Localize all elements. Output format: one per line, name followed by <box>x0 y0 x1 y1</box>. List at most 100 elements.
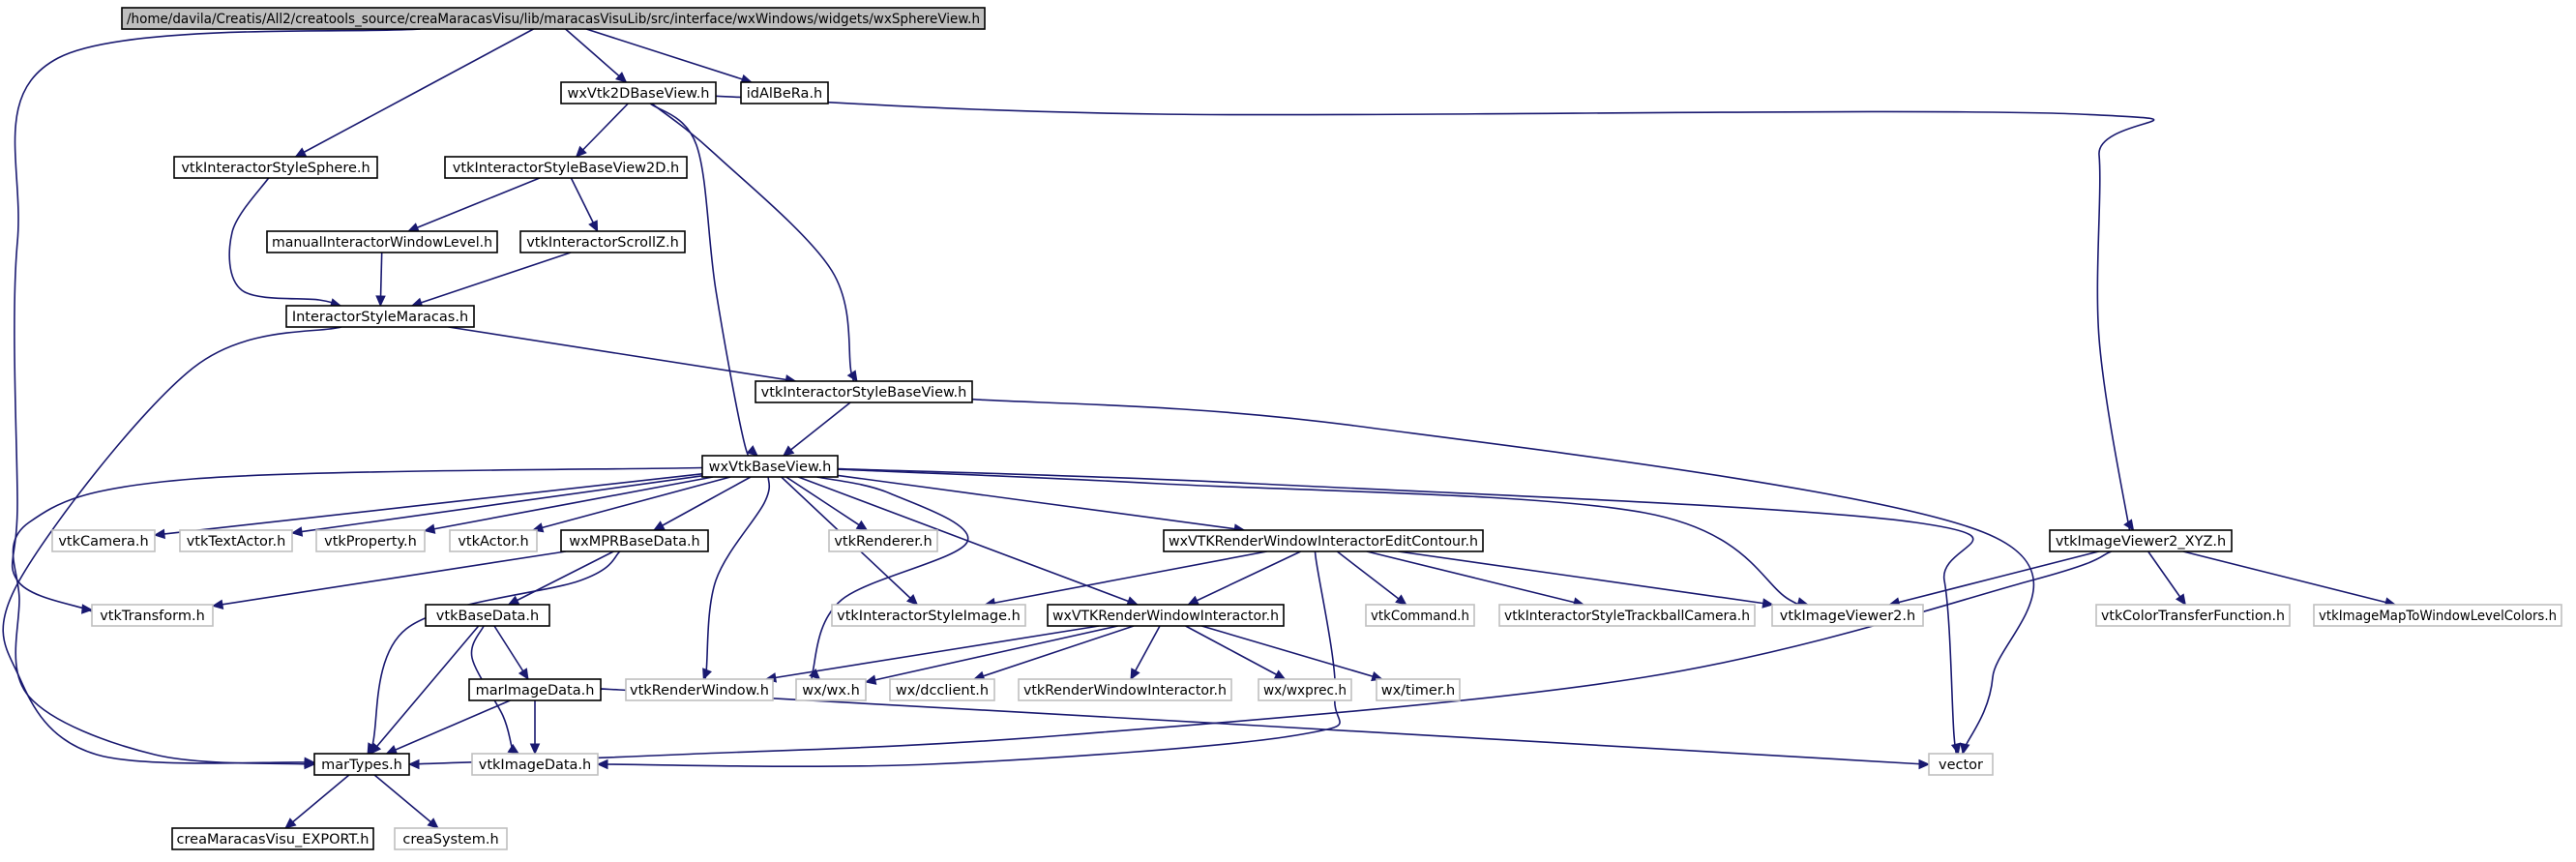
node-label: vtkInteractorStyleTrackballCamera.h <box>1504 609 1750 624</box>
edge-line <box>715 95 2155 540</box>
edge-wxvtkbaseview-to-vector <box>837 467 1974 756</box>
edge-manualinteractorwindowlevel-to-interactorstylemaracas <box>375 252 386 308</box>
node-box <box>625 678 774 701</box>
edge-line <box>386 699 511 755</box>
edge-main-to-idalbera <box>585 28 754 84</box>
arrowhead <box>385 744 399 755</box>
edge-line <box>785 476 868 531</box>
arrowhead <box>588 220 599 233</box>
node-label: vtkInteractorStyleBaseView.h <box>761 385 967 401</box>
node-box <box>1163 529 1484 552</box>
node-label: vtkBaseData.h <box>436 609 539 624</box>
node-box <box>471 753 599 776</box>
edge-line <box>649 103 758 461</box>
node-box <box>315 529 426 552</box>
node-wxmprbasedata-h[interactable]: wxMPRBaseData.h <box>560 529 709 552</box>
node-manualinteractorwindowlevel-h[interactable]: manualInteractorWindowLevel.h <box>266 230 498 253</box>
node-label: wx/wx.h <box>802 683 860 699</box>
node-box <box>179 529 293 552</box>
node-interactorstylemaracas-h[interactable]: InteractorStyleMaracas.h <box>285 305 475 328</box>
edge-vtkbasedata-to-marimagedata <box>493 625 529 681</box>
arrowhead <box>304 758 316 770</box>
arrowhead <box>518 668 529 681</box>
node-idalbera-h[interactable]: idAlBeRa.h <box>740 81 829 104</box>
edge-line <box>765 625 1100 680</box>
arrowhead <box>406 223 420 232</box>
node-creasystem-h: creaSystem.h <box>394 827 508 850</box>
edge-wxvtk2dbaseview-to-vtkinteractorstylebaseview <box>651 103 858 384</box>
node-vector: vector <box>1928 753 1994 776</box>
edge-vtkinteractorstylebaseview2d-to-manualinteractorwindowlevel <box>406 177 541 232</box>
arrowhead <box>1918 758 1931 770</box>
nodes-layer: /home/davila/Creatis/All2/creatools_sour… <box>51 7 2562 850</box>
node-label: wxVTKRenderWindowInteractor.h <box>1052 609 1279 624</box>
arrowhead <box>1130 668 1140 681</box>
node-label: vtkInteractorStyleBaseView2D.h <box>453 161 679 176</box>
edge-wxvtkbaseview-to-vtkrenderer <box>785 476 869 531</box>
node-vtkinteractorscrollz-h[interactable]: vtkInteractorScrollZ.h <box>519 230 686 253</box>
node-box <box>560 81 717 104</box>
node-martypes-h[interactable]: marTypes.h <box>313 753 410 776</box>
arrowhead <box>507 743 520 755</box>
node-vtkimagemaptowindowlevelcolors-h: vtkImageMapToWindowLevelColors.h <box>2313 604 2562 627</box>
node-box <box>51 529 156 552</box>
arrowhead <box>596 758 608 770</box>
node-vtkimageviewer2-xyz-h[interactable]: vtkImageViewer2_XYZ.h <box>2049 529 2233 552</box>
arrowhead <box>290 526 304 537</box>
node-vtkimageviewer2-h: vtkImageViewer2.h <box>1771 604 1924 627</box>
node-wxvtkrenderwindowinteractor-h[interactable]: wxVTKRenderWindowInteractor.h <box>1047 604 1285 627</box>
node-wxvtkbaseview-h[interactable]: wxVtkBaseView.h <box>701 455 839 478</box>
node-box <box>1771 604 1924 627</box>
edge-vtkimageviewer2-xyz-to-vtkcolortransferfunction <box>2147 550 2187 607</box>
node-label: marImageData.h <box>476 683 595 699</box>
node-vtkbasedata-h[interactable]: vtkBaseData.h <box>425 604 550 627</box>
node-label: vtkInteractorStyleSphere.h <box>181 161 370 176</box>
node-home-davila-creatis-all2-creatools-source-creamaracasvisu-lib-maracasvisulib-src-interface-wxwindows-widgets-wxsphereview-h[interactable]: /home/davila/Creatis/All2/creatools_sour… <box>121 7 986 30</box>
node-box <box>795 678 867 701</box>
edge-line <box>1366 550 1584 606</box>
arrowhead <box>81 604 94 614</box>
arrowhead <box>615 72 628 83</box>
node-box <box>1376 678 1461 701</box>
node-wxvtk2dbaseview-h[interactable]: wxVtk2DBaseView.h <box>560 81 717 104</box>
edge-line <box>448 326 796 382</box>
node-vtkinteractorstylebaseview2d-h[interactable]: vtkInteractorStyleBaseView2D.h <box>444 156 688 179</box>
node-vtkinteractorstylesphere-h[interactable]: vtkInteractorStyleSphere.h <box>173 156 378 179</box>
arrowhead <box>1950 742 1962 756</box>
edge-wxvtkrenderwindowinteractoreditcontour-to-vtkinteractorstyleimage <box>984 550 1267 609</box>
node-marimagedata-h[interactable]: marImageData.h <box>468 678 602 701</box>
edge-wxvtkbaseview-to-vtkrenderwindow <box>702 476 771 683</box>
edge-wxvtkrenderwindowinteractoreditcontour-to-vtkimageviewer2 <box>1398 550 1774 609</box>
node-label: vtkRenderWindowInteractor.h <box>1023 683 1227 699</box>
node-wxvtkrenderwindowinteractoreditcontour-h[interactable]: wxVTKRenderWindowInteractorEditContour.h <box>1163 529 1484 552</box>
node-label: vtkProperty.h <box>324 534 417 550</box>
node-box <box>91 604 214 627</box>
edge-wxmprbasedata-to-martypes <box>367 550 621 758</box>
node-creamaracasvisu-export-h[interactable]: creaMaracasVisu_EXPORT.h <box>171 827 374 850</box>
node-box <box>394 827 508 850</box>
node-vtkinteractorstylebaseview-h[interactable]: vtkInteractorStyleBaseView.h <box>755 380 973 403</box>
arrowhead <box>284 817 297 829</box>
edge-line <box>12 466 703 766</box>
edge-wxvtkrenderwindowinteractor-to-wxtimer <box>1201 625 1383 682</box>
arrowhead <box>2123 519 2135 532</box>
edge-line <box>373 774 439 829</box>
node-box <box>1018 678 1232 701</box>
node-vtkrenderwindowinteractor-h: vtkRenderWindowInteractor.h <box>1018 678 1232 701</box>
arrowhead <box>906 594 919 606</box>
arrowhead <box>702 668 712 681</box>
edge-line <box>837 467 1974 756</box>
edge-line <box>411 252 572 307</box>
arrowhead <box>855 520 869 531</box>
edge-vtkimageviewer2-xyz-to-martypes <box>390 550 2112 770</box>
node-box <box>2313 604 2562 627</box>
node-label: wxVTKRenderWindowInteractorEditContour.h <box>1169 534 1478 550</box>
node-box <box>755 380 973 403</box>
node-box <box>831 604 1026 627</box>
edge-line <box>367 550 621 758</box>
arrowhead <box>1187 595 1199 606</box>
node-box <box>701 455 839 478</box>
edge-interactorstylemaracas-to-vtkinteractorstylebaseview <box>448 326 797 385</box>
edge-vtkinteractorstylebaseview2d-to-vtkinteractorscrollz <box>570 177 599 233</box>
